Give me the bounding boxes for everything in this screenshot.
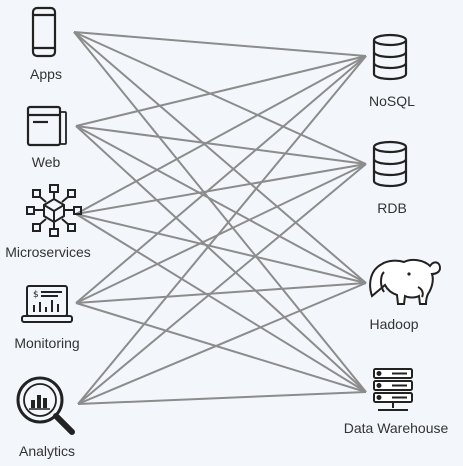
svg-text:$: $ bbox=[33, 290, 39, 300]
edge-microservices-to-rdb bbox=[75, 163, 367, 215]
edge-apps-to-hadoop bbox=[73, 31, 367, 284]
edge-monitoring-to-nosql bbox=[75, 55, 367, 304]
source-label-web: Web bbox=[31, 154, 61, 170]
mobile-phone-icon bbox=[31, 6, 57, 58]
edge-microservices-to-data-warehouse bbox=[75, 213, 367, 393]
server-rack-icon bbox=[373, 368, 413, 411]
source-label-microservices: Microservices bbox=[5, 244, 91, 260]
edge-analytics-to-nosql bbox=[77, 55, 367, 405]
edge-monitoring-to-hadoop bbox=[75, 282, 367, 304]
edge-apps-to-data-warehouse bbox=[73, 31, 367, 393]
edge-analytics-to-data-warehouse bbox=[77, 391, 367, 405]
database-icon bbox=[372, 33, 408, 81]
target-label-rdb: RDB bbox=[377, 200, 407, 216]
database-icon bbox=[372, 140, 408, 188]
source-label-analytics: Analytics bbox=[18, 443, 76, 459]
target-label-nosql: NoSQL bbox=[369, 93, 415, 109]
edge-apps-to-nosql bbox=[73, 31, 367, 57]
hadoop-elephant-icon bbox=[369, 258, 442, 305]
edge-apps-to-rdb bbox=[73, 31, 367, 165]
edge-monitoring-to-data-warehouse bbox=[75, 302, 367, 393]
analytics-magnifier-icon bbox=[16, 376, 75, 435]
target-label-data-warehouse: Data Warehouse bbox=[343, 420, 449, 436]
edge-web-to-hadoop bbox=[75, 125, 367, 284]
edge-web-to-data-warehouse bbox=[75, 125, 367, 393]
edge-analytics-to-rdb bbox=[77, 163, 367, 405]
microservices-network-icon bbox=[26, 184, 82, 237]
edge-microservices-to-nosql bbox=[75, 55, 367, 215]
connection-lines bbox=[73, 31, 367, 405]
browser-window-icon bbox=[26, 105, 67, 147]
monitoring-dashboard-icon: $ bbox=[21, 285, 73, 323]
edge-microservices-to-hadoop bbox=[75, 213, 367, 284]
source-label-apps: Apps bbox=[30, 66, 62, 82]
edge-web-to-rdb bbox=[75, 125, 367, 165]
edge-monitoring-to-rdb bbox=[75, 163, 367, 304]
edge-web-to-nosql bbox=[75, 55, 367, 127]
source-label-monitoring: Monitoring bbox=[14, 335, 80, 351]
target-label-hadoop: Hadoop bbox=[369, 316, 419, 332]
edge-analytics-to-hadoop bbox=[77, 282, 367, 405]
